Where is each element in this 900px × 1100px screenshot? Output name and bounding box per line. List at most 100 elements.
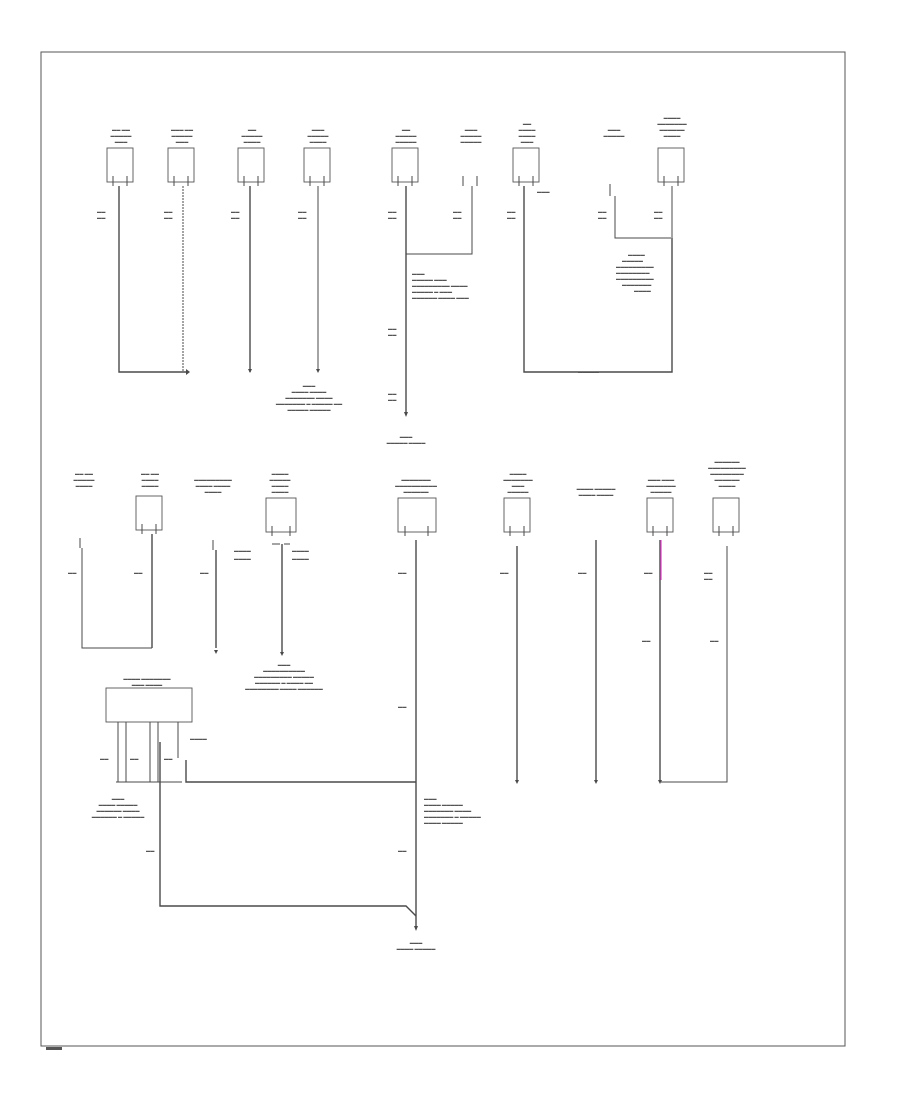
svg-text:▬▬▬: ▬▬▬ [112,796,125,801]
component-8: ▬▬▬ ▬▬▬▬▬ [604,127,626,196]
svg-text:▬▬ ▬▬: ▬▬ ▬▬ [75,471,94,476]
svg-text:▬▬: ▬▬ [642,638,651,643]
svg-text:▬▬▬▬ ▬▬▬▬▬: ▬▬▬▬ ▬▬▬▬▬ [424,820,464,825]
svg-text:▬▬▬▬ ▬▬▬▬▬▬▬: ▬▬▬▬ ▬▬▬▬▬▬▬ [123,676,171,681]
svg-text:▬▬: ▬▬ [523,121,532,126]
svg-text:▬▬: ▬▬ [402,127,411,132]
svg-text:▬▬: ▬▬ [164,756,173,761]
svg-text:▬▬▬▬▬: ▬▬▬▬▬ [651,489,673,494]
svg-text:▬▬: ▬▬ [298,209,307,214]
svg-text:▬▬▬: ▬▬▬ [410,940,423,945]
component-15: ▬▬▬▬ ▬▬▬▬▬▬▬ ▬▬▬ ▬▬▬▬▬ [503,471,533,536]
svg-text:▬▬▬▬: ▬▬▬▬ [510,471,528,476]
svg-text:▬▬▬▬: ▬▬▬▬ [292,548,310,553]
svg-text:▬▬▬▬▬▬▬▬▬: ▬▬▬▬▬▬▬▬▬ [194,477,233,482]
svg-text:▬▬▬▬: ▬▬▬▬ [519,133,537,138]
svg-text:▬▬▬: ▬▬▬ [512,483,525,488]
svg-text:▬▬▬▬▬▬▬▬▬▬: ▬▬▬▬▬▬▬▬▬▬ [395,483,438,488]
svg-text:▬▬▬: ▬▬▬ [400,434,413,439]
bottom-wire-labels: ▬▬ ▬▬ ▬▬ ▬▬ ▬▬ ▬▬ ▬▬ ▬▬▬▬ ▬▬ ▬▬ ▬▬ ▬▬ ▬▬ [68,570,719,853]
svg-text:▬▬▬▬: ▬▬▬▬ [272,471,290,476]
svg-text:▬▬▬ ▬▬▬▬: ▬▬▬ ▬▬▬▬ [132,682,163,687]
svg-text:▬▬▬▬▬: ▬▬▬▬▬ [604,133,626,138]
svg-text:▬▬▬▬▬▬ ▬▬▬▬ ▬▬▬: ▬▬▬▬▬▬ ▬▬▬▬ ▬▬▬ [412,295,470,300]
svg-text:▬▬▬▬: ▬▬▬▬ [142,477,160,482]
svg-text:▬▬: ▬▬ [388,391,397,396]
svg-text:▬▬▬▬▬▬ ▬▬▬▬: ▬▬▬▬▬▬ ▬▬▬▬ [96,808,140,813]
svg-text:▬▬▬ ▬▬▬: ▬▬▬ ▬▬▬ [648,477,675,482]
svg-text:▬▬: ▬▬ [134,570,143,575]
svg-text:▬▬▬▬ ▬▬▬▬▬: ▬▬▬▬ ▬▬▬▬▬ [397,946,437,951]
component-6: ▬▬▬ ▬▬▬▬▬ ▬▬▬▬▬ [461,127,483,186]
svg-text:▬▬: ▬▬ [248,127,257,132]
svg-text:▬▬▬▬▬▬▬▬▬: ▬▬▬▬▬▬▬▬▬ [616,276,655,281]
svg-text:▬▬: ▬▬ [598,215,607,220]
svg-text:▬▬: ▬▬ [704,570,713,575]
svg-text:▬▬▬▬: ▬▬▬▬ [234,548,252,553]
svg-text:▬▬▬: ▬▬▬ [412,271,425,276]
svg-text:▬▬▬: ▬▬▬ [278,662,291,667]
svg-text:▬▬▬▬▬▬▬: ▬▬▬▬▬▬▬ [401,477,431,482]
svg-text:▬▬▬▬▬▬▬ ▬▬▬▬: ▬▬▬▬▬▬▬ ▬▬▬▬ [285,395,333,400]
svg-text:▬▬▬▬▬: ▬▬▬▬▬ [461,139,483,144]
svg-text:▬▬: ▬▬ [644,570,653,575]
svg-text:▬▬▬▬▬▬: ▬▬▬▬▬▬ [714,459,740,464]
component-14: ▬▬▬▬▬▬▬ ▬▬▬▬▬▬▬▬▬▬ ▬▬▬▬▬▬ [395,477,438,536]
svg-text:▬▬▬▬▬: ▬▬▬▬▬ [396,139,418,144]
svg-text:▬▬: ▬▬ [704,576,713,581]
svg-text:▬▬: ▬▬ [100,756,109,761]
svg-text:▬▬▬▬▬: ▬▬▬▬▬ [508,489,530,494]
svg-text:▬▬▬▬ ▬▬▬▬▬: ▬▬▬▬ ▬▬▬▬▬ [424,802,464,807]
svg-text:▬▬▬▬▬: ▬▬▬▬▬ [172,133,194,138]
svg-text:▬▬: ▬▬ [578,570,587,575]
svg-text:▬▬: ▬▬ [200,570,209,575]
svg-text:▬▬▬▬▬ ▬▬▬: ▬▬▬▬▬ ▬▬▬ [412,277,447,282]
svg-text:▬▬▬▬▬ ▬▬▬▬▬: ▬▬▬▬▬ ▬▬▬▬▬ [287,407,331,412]
svg-text:▬▬: ▬▬ [231,215,240,220]
svg-text:▬▬▬▬▬▬▬▬▬: ▬▬▬▬▬▬▬▬▬ [708,465,747,470]
svg-text:▬▬: ▬▬ [500,570,509,575]
svg-text:▬▬▬▬▬▬ ▬ ▬▬▬▬ ▬▬: ▬▬▬▬▬▬ ▬ ▬▬▬▬ ▬▬ [255,680,314,685]
svg-text:▬▬▬▬: ▬▬▬▬ [719,483,737,488]
component-4: ▬▬▬ ▬▬▬▬▬ ▬▬▬▬ [303,127,331,186]
svg-text:▬▬▬▬▬: ▬▬▬▬▬ [74,477,96,482]
svg-text:▬▬: ▬▬ [97,215,106,220]
svg-text:▬▬: ▬▬ [388,332,397,337]
svg-text:▬▬▬▬▬▬: ▬▬▬▬▬▬ [714,477,740,482]
svg-text:▬▬▬: ▬▬▬ [608,127,621,132]
svg-text:▬▬: ▬▬ [164,209,173,214]
svg-text:▬▬: ▬▬ [97,209,106,214]
svg-text:▬▬▬: ▬▬▬ [312,127,325,132]
svg-text:▬▬▬▬: ▬▬▬▬ [142,483,160,488]
svg-text:▬▬▬▬▬▬▬▬▬ ▬▬▬▬: ▬▬▬▬▬▬▬▬▬ ▬▬▬▬ [412,283,468,288]
diagram-id-mark [46,1047,62,1050]
svg-text:▬▬: ▬▬ [453,215,462,220]
svg-text:▬▬▬▬: ▬▬▬▬ [76,483,94,488]
component-11: ▬▬ ▬▬ ▬▬▬▬ ▬▬▬▬ [135,471,163,534]
svg-text:▬▬▬▬ ▬▬▬▬▬: ▬▬▬▬ ▬▬▬▬▬ [99,802,139,807]
svg-text:▬▬: ▬▬ [68,570,77,575]
svg-text:▬▬: ▬▬ [388,215,397,220]
svg-text:▬▬▬: ▬▬▬ [465,127,478,132]
svg-text:▬▬ ▬▬: ▬▬ ▬▬ [112,127,131,132]
svg-text:▬▬: ▬▬ [298,215,307,220]
top-wire-run [118,186,673,417]
component-9: ▬▬▬▬ ▬▬▬▬▬▬▬ ▬▬▬▬▬▬ ▬▬▬▬ [657,115,687,186]
component-17: ▬▬▬ ▬▬▬ ▬▬▬▬▬▬▬ ▬▬▬▬▬ [646,477,676,536]
svg-text:▬▬▬▬▬ ▬ ▬▬▬: ▬▬▬▬▬ ▬ ▬▬▬ [412,289,453,294]
component-16: ▬▬▬▬ ▬▬▬▬▬ ▬▬▬▬ ▬▬▬▬ [577,486,617,497]
svg-text:▬▬▬▬: ▬▬▬▬ [628,252,646,257]
svg-text:▬▬▬▬▬▬▬▬▬: ▬▬▬▬▬▬▬▬▬ [616,264,655,269]
component-7: ▬▬ ▬▬▬▬ ▬▬▬▬ ▬▬▬ ▬▬▬ [512,121,550,194]
svg-text:▬▬▬▬▬▬▬: ▬▬▬▬▬▬▬ [622,282,652,287]
svg-text:▬▬: ▬▬ [654,209,663,214]
svg-text:▬▬ ▬▬: ▬▬ ▬▬ [141,471,160,476]
svg-text:▬▬: ▬▬ [598,209,607,214]
svg-text:▬▬▬▬: ▬▬▬▬ [244,139,262,144]
svg-text:▬▬▬▬▬: ▬▬▬▬▬ [111,133,133,138]
svg-text:▬▬▬▬▬: ▬▬▬▬▬ [308,133,330,138]
svg-text:▬▬▬: ▬▬▬ [521,139,534,144]
svg-text:▬▬▬▬: ▬▬▬▬ [664,115,682,120]
svg-text:▬▬▬: ▬▬▬ [115,139,128,144]
svg-text:▬▬▬▬ ▬▬▬▬: ▬▬▬▬ ▬▬▬▬ [292,389,327,394]
